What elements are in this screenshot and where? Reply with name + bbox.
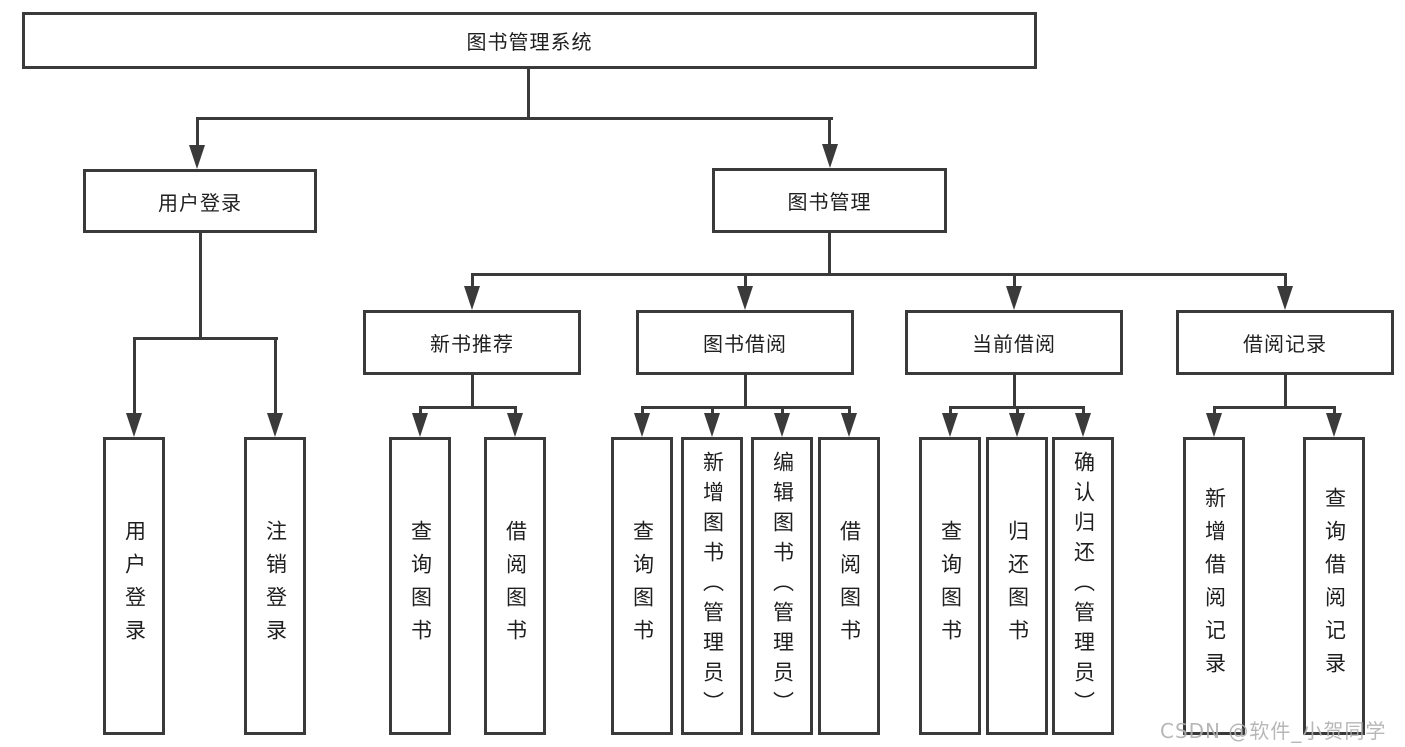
connector-line: [1212, 407, 1216, 415]
node-root-label: 图书管理系统: [466, 30, 593, 54]
arrow-down-icon: [464, 286, 480, 310]
arrow-down-icon: [774, 413, 790, 437]
arrow-down-icon: [267, 413, 283, 437]
arrow-down-icon: [412, 413, 428, 437]
connector-line: [513, 407, 517, 415]
connector-line: [1081, 407, 1085, 415]
connector-line: [470, 375, 474, 407]
connector-line: [418, 405, 517, 409]
node-book-management: 图书管理: [712, 168, 947, 233]
arrow-down-icon: [1006, 286, 1022, 310]
arrow-down-icon: [1009, 413, 1025, 437]
leaf-query-books-recommend-label: 查询图书: [408, 520, 433, 652]
node-user-login-label: 用户登录: [158, 190, 242, 215]
leaf-borrow-books-recommend-label: 借阅图书: [503, 520, 528, 652]
connector-line: [195, 116, 833, 120]
arrow-down-icon: [942, 413, 958, 437]
leaf-query-books-borrow-label: 查询图书: [630, 520, 655, 652]
leaf-edit-book-admin: 编辑图书（管理员）: [751, 437, 813, 735]
leaf-borrow-books-label: 借阅图书: [837, 520, 862, 652]
node-new-book-recommend-label: 新书推荐: [430, 332, 514, 356]
arrow-down-icon: [821, 144, 838, 168]
connector-line: [743, 375, 747, 407]
arrow-down-icon: [126, 413, 142, 437]
node-borrow-records: 借阅记录: [1176, 310, 1394, 375]
arrow-down-icon: [1206, 413, 1222, 437]
leaf-query-books-current: 查询图书: [919, 437, 981, 735]
leaf-add-borrow-record-label: 新增借阅记录: [1202, 487, 1227, 685]
leaf-confirm-return-admin-label: 确认归还（管理员）: [1071, 451, 1096, 721]
connector-line: [132, 336, 278, 340]
leaf-user-login: 用户登录: [103, 437, 165, 735]
connector-line: [640, 405, 851, 409]
node-borrow-records-label: 借阅记录: [1243, 332, 1327, 356]
connector-line: [132, 338, 136, 414]
leaf-query-books-current-label: 查询图书: [938, 520, 963, 652]
node-current-borrow: 当前借阅: [905, 310, 1123, 375]
arrow-down-icon: [704, 413, 720, 437]
connector-line: [526, 69, 530, 118]
connector-line: [273, 338, 277, 414]
connector-line: [470, 272, 1287, 276]
leaf-edit-book-admin-label: 编辑图书（管理员）: [770, 451, 795, 721]
node-current-borrow-label: 当前借阅: [972, 332, 1056, 356]
leaf-query-books-borrow: 查询图书: [611, 437, 673, 735]
arrow-down-icon: [1075, 413, 1091, 437]
node-book-borrow: 图书借阅: [636, 310, 854, 375]
connector-line: [1332, 407, 1336, 415]
leaf-query-borrow-record: 查询借阅记录: [1303, 437, 1365, 735]
arrow-down-icon: [634, 413, 650, 437]
connector-line: [828, 118, 831, 146]
connector-line: [1212, 405, 1336, 409]
leaf-query-books-recommend: 查询图书: [389, 437, 451, 735]
leaf-borrow-books-recommend: 借阅图书: [484, 437, 546, 735]
leaf-add-book-admin-label: 新增图书（管理员）: [700, 451, 725, 721]
connector-line: [780, 407, 784, 415]
leaf-add-book-admin: 新增图书（管理员）: [681, 437, 743, 735]
connector-line: [828, 233, 831, 275]
csdn-watermark: CSDN @软件_小贺同学: [1160, 719, 1387, 743]
connector-line: [470, 274, 474, 287]
arrow-down-icon: [737, 286, 753, 310]
connector-line: [1012, 274, 1016, 287]
connector-line: [743, 274, 747, 287]
leaf-return-book: 归还图书: [986, 437, 1048, 735]
node-user-login: 用户登录: [83, 169, 317, 233]
arrow-down-icon: [1326, 413, 1342, 437]
connector-line: [195, 118, 199, 146]
leaf-query-borrow-record-label: 查询借阅记录: [1322, 487, 1347, 685]
leaf-add-borrow-record: 新增借阅记录: [1183, 437, 1245, 735]
connector-line: [198, 233, 202, 339]
leaf-confirm-return-admin: 确认归还（管理员）: [1052, 437, 1114, 735]
leaf-user-login-label: 用户登录: [122, 520, 147, 652]
leaf-return-book-label: 归还图书: [1005, 520, 1030, 652]
leaf-logout: 注销登录: [244, 437, 306, 735]
arrow-down-icon: [1277, 286, 1293, 310]
connector-line: [1015, 407, 1019, 415]
connector-line: [1283, 274, 1287, 287]
connector-line: [1283, 375, 1287, 407]
connector-line: [710, 407, 714, 415]
node-book-borrow-label: 图书借阅: [703, 332, 787, 356]
arrow-down-icon: [507, 413, 523, 437]
node-new-book-recommend: 新书推荐: [363, 310, 581, 375]
leaf-borrow-books: 借阅图书: [818, 437, 880, 735]
connector-line: [418, 407, 422, 415]
node-book-management-label: 图书管理: [787, 190, 872, 214]
arrow-down-icon: [189, 145, 205, 169]
connector-line: [948, 407, 952, 415]
arrow-down-icon: [841, 413, 857, 437]
node-root: 图书管理系统: [22, 12, 1037, 69]
connector-line: [640, 407, 644, 415]
connector-line: [847, 407, 851, 415]
leaf-logout-label: 注销登录: [263, 520, 288, 652]
connector-line: [1012, 375, 1016, 407]
